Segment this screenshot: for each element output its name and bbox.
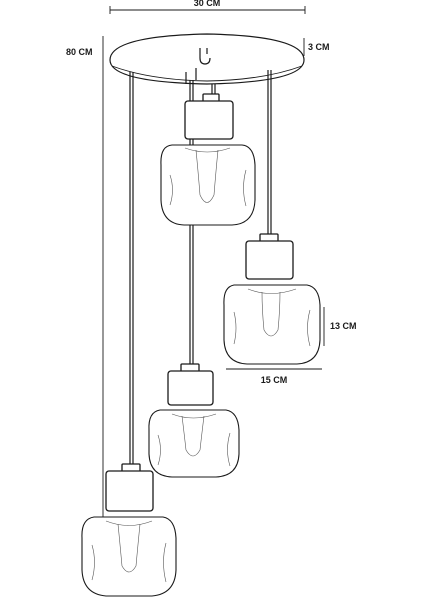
pendant-shade-3 [148, 363, 240, 478]
shade-height-dimension: 13 CM [323, 307, 357, 346]
width-label: 30 CM [194, 0, 221, 8]
width-dimension: 30 CM [109, 0, 306, 14]
shade-height-label: 13 CM [330, 321, 357, 331]
canopy-dimension: 3 CM [303, 38, 330, 56]
ceiling-canopy [109, 33, 305, 85]
pendant-shade-2 [223, 233, 321, 365]
pendant-shade-4 [81, 463, 177, 597]
canopy-thickness-label: 3 CM [308, 42, 330, 52]
height-label: 80 CM [66, 47, 93, 57]
shade-width-label: 15 CM [261, 375, 288, 385]
shade-width-dimension: 15 CM [226, 368, 322, 385]
pendant-shade-1 [160, 93, 256, 226]
height-dimension: 80 CM [66, 36, 104, 596]
